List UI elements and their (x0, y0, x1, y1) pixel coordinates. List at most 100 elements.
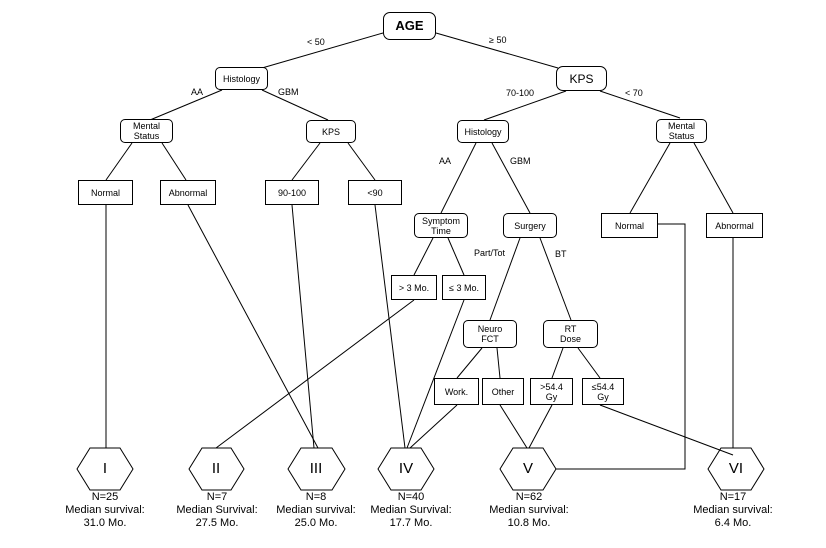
class-iv-value: 17.7 Mo. (389, 517, 433, 529)
class-ii-label: Median Survival: (176, 504, 258, 516)
node-le-3-months: ≤ 3 Mo. (442, 275, 486, 300)
edge-neuro-work (456, 347, 483, 379)
class-iii-numeral: III (309, 460, 323, 477)
class-i-label: Median survival: (65, 504, 145, 516)
edge-label-kps-70-100: 70-100 (506, 88, 535, 98)
node-surgery: Surgery (503, 213, 557, 238)
edge-label-aa-left: AA (191, 87, 204, 97)
node-gt-54-gy: >54.4 Gy (530, 378, 573, 405)
edge-abnormal-class3 (187, 204, 319, 449)
edge-kps-histology (483, 90, 567, 121)
edge-symptom-gt3 (413, 237, 434, 276)
hexagon-class-ii (188, 447, 245, 491)
edge-normalr-class5 (556, 223, 686, 470)
edge-symptom-le3 (447, 237, 465, 276)
edge-rt-gt54 (551, 347, 564, 379)
class-ii-numeral: II (211, 460, 221, 477)
class-iv-stats: N=40 Median Survival: 17.7 Mo. (356, 491, 466, 530)
class-i-stats: N=25 Median survival: 31.0 Mo. (50, 491, 160, 530)
edge-gt3-class2 (215, 299, 415, 449)
edge-90-100-class3 (291, 204, 315, 449)
class-vi-stats: N=17 Median survival: 6.4 Mo. (678, 491, 788, 530)
node-le-54-gy: ≤54.4 Gy (582, 378, 624, 405)
node-gt-3-months: > 3 Mo. (391, 275, 437, 300)
edge-lt90-class4 (374, 204, 406, 449)
edge-gt54-class5 (528, 404, 553, 449)
edge-mental-abnormal (161, 142, 187, 181)
class-v-numeral: V (522, 460, 533, 477)
edge-kps-90-100 (291, 142, 321, 181)
hexagon-class-iv (377, 447, 435, 491)
node-neuro-fct: Neuro FCT (463, 320, 517, 348)
node-kps-right: KPS (556, 66, 607, 91)
node-abnormal-right: Abnormal (706, 213, 763, 238)
edge-surgery-rt (539, 237, 572, 321)
edge-neuro-other (496, 347, 501, 379)
class-v-value: 10.8 Mo. (507, 517, 551, 529)
class-vi-label: Median survival: (693, 504, 773, 516)
edge-kps-mental (599, 90, 681, 119)
edge-surgery-neuro (489, 237, 521, 321)
hexagon-class-v (499, 447, 557, 491)
edge-le3-class4 (406, 299, 465, 449)
edge-label-ge50: ≥ 50 (489, 35, 507, 45)
class-vi-n: N=17 (719, 491, 747, 503)
edge-histology-symptom (440, 142, 477, 214)
edge-label-kps-lt70: < 70 (625, 88, 643, 98)
class-iv-label: Median Survival: (370, 504, 452, 516)
node-normal-right: Normal (601, 213, 658, 238)
hexagon-class-vi (707, 447, 765, 491)
node-kps-left: KPS (306, 120, 356, 143)
class-i-numeral: I (102, 460, 108, 477)
edge-histology-surgery (491, 142, 531, 214)
class-iii-label: Median survival: (276, 504, 356, 516)
class-iii-value: 25.0 Mo. (294, 517, 338, 529)
node-kps-lt90: <90 (348, 180, 402, 205)
edge-mentalr-abnormal (693, 142, 734, 214)
edge-label-aa-mid: AA (439, 156, 452, 166)
class-ii-value: 27.5 Mo. (195, 517, 239, 529)
hexagon-class-i (76, 447, 134, 491)
edge-label-part-tot: Part/Tot (474, 248, 506, 258)
class-v-stats: N=62 Median survival: 10.8 Mo. (474, 491, 584, 530)
class-iv-n: N=40 (397, 491, 425, 503)
edge-mental-normal (105, 142, 133, 181)
node-mental-status-right: Mental Status (656, 119, 707, 143)
class-i-value: 31.0 Mo. (83, 517, 127, 529)
edge-rt-le54 (577, 347, 601, 379)
node-abnormal-left: Abnormal (160, 180, 216, 205)
edge-histology-kps (261, 89, 329, 121)
hexagon-class-iii (287, 447, 346, 491)
class-iii-n: N=8 (305, 491, 327, 503)
node-work: Work. (434, 378, 479, 405)
edge-mentalr-normal (629, 142, 671, 214)
class-ii-n: N=7 (206, 491, 228, 503)
edge-age-histology (261, 32, 384, 69)
node-histology-mid: Histology (457, 120, 509, 143)
edge-histology-mental (149, 89, 223, 121)
class-v-label: Median survival: (489, 504, 569, 516)
class-vi-value: 6.4 Mo. (714, 517, 752, 529)
node-symptom-time: Symptom Time (414, 213, 468, 238)
class-ii-stats: N=7 Median Survival: 27.5 Mo. (162, 491, 272, 530)
node-other: Other (482, 378, 524, 405)
node-kps-90-100: 90-100 (265, 180, 319, 205)
edge-le54-class6 (599, 404, 734, 456)
class-i-n: N=25 (91, 491, 119, 503)
edge-other-class5 (499, 404, 528, 449)
edge-age-kps (435, 32, 559, 69)
node-histology-left: Histology (215, 67, 268, 90)
class-iv-numeral: IV (398, 460, 414, 477)
class-iii-stats: N=8 Median survival: 25.0 Mo. (261, 491, 371, 530)
class-vi-numeral: VI (728, 460, 744, 477)
edge-work-class4 (409, 404, 458, 449)
node-rt-dose: RT Dose (543, 320, 598, 348)
edge-label-gbm-mid: GBM (510, 156, 531, 166)
edge-kps-lt90 (347, 142, 376, 181)
node-age: AGE (383, 12, 436, 40)
node-mental-status-left: Mental Status (120, 119, 173, 143)
edge-label-gbm-left: GBM (278, 87, 299, 97)
node-normal-left: Normal (78, 180, 133, 205)
